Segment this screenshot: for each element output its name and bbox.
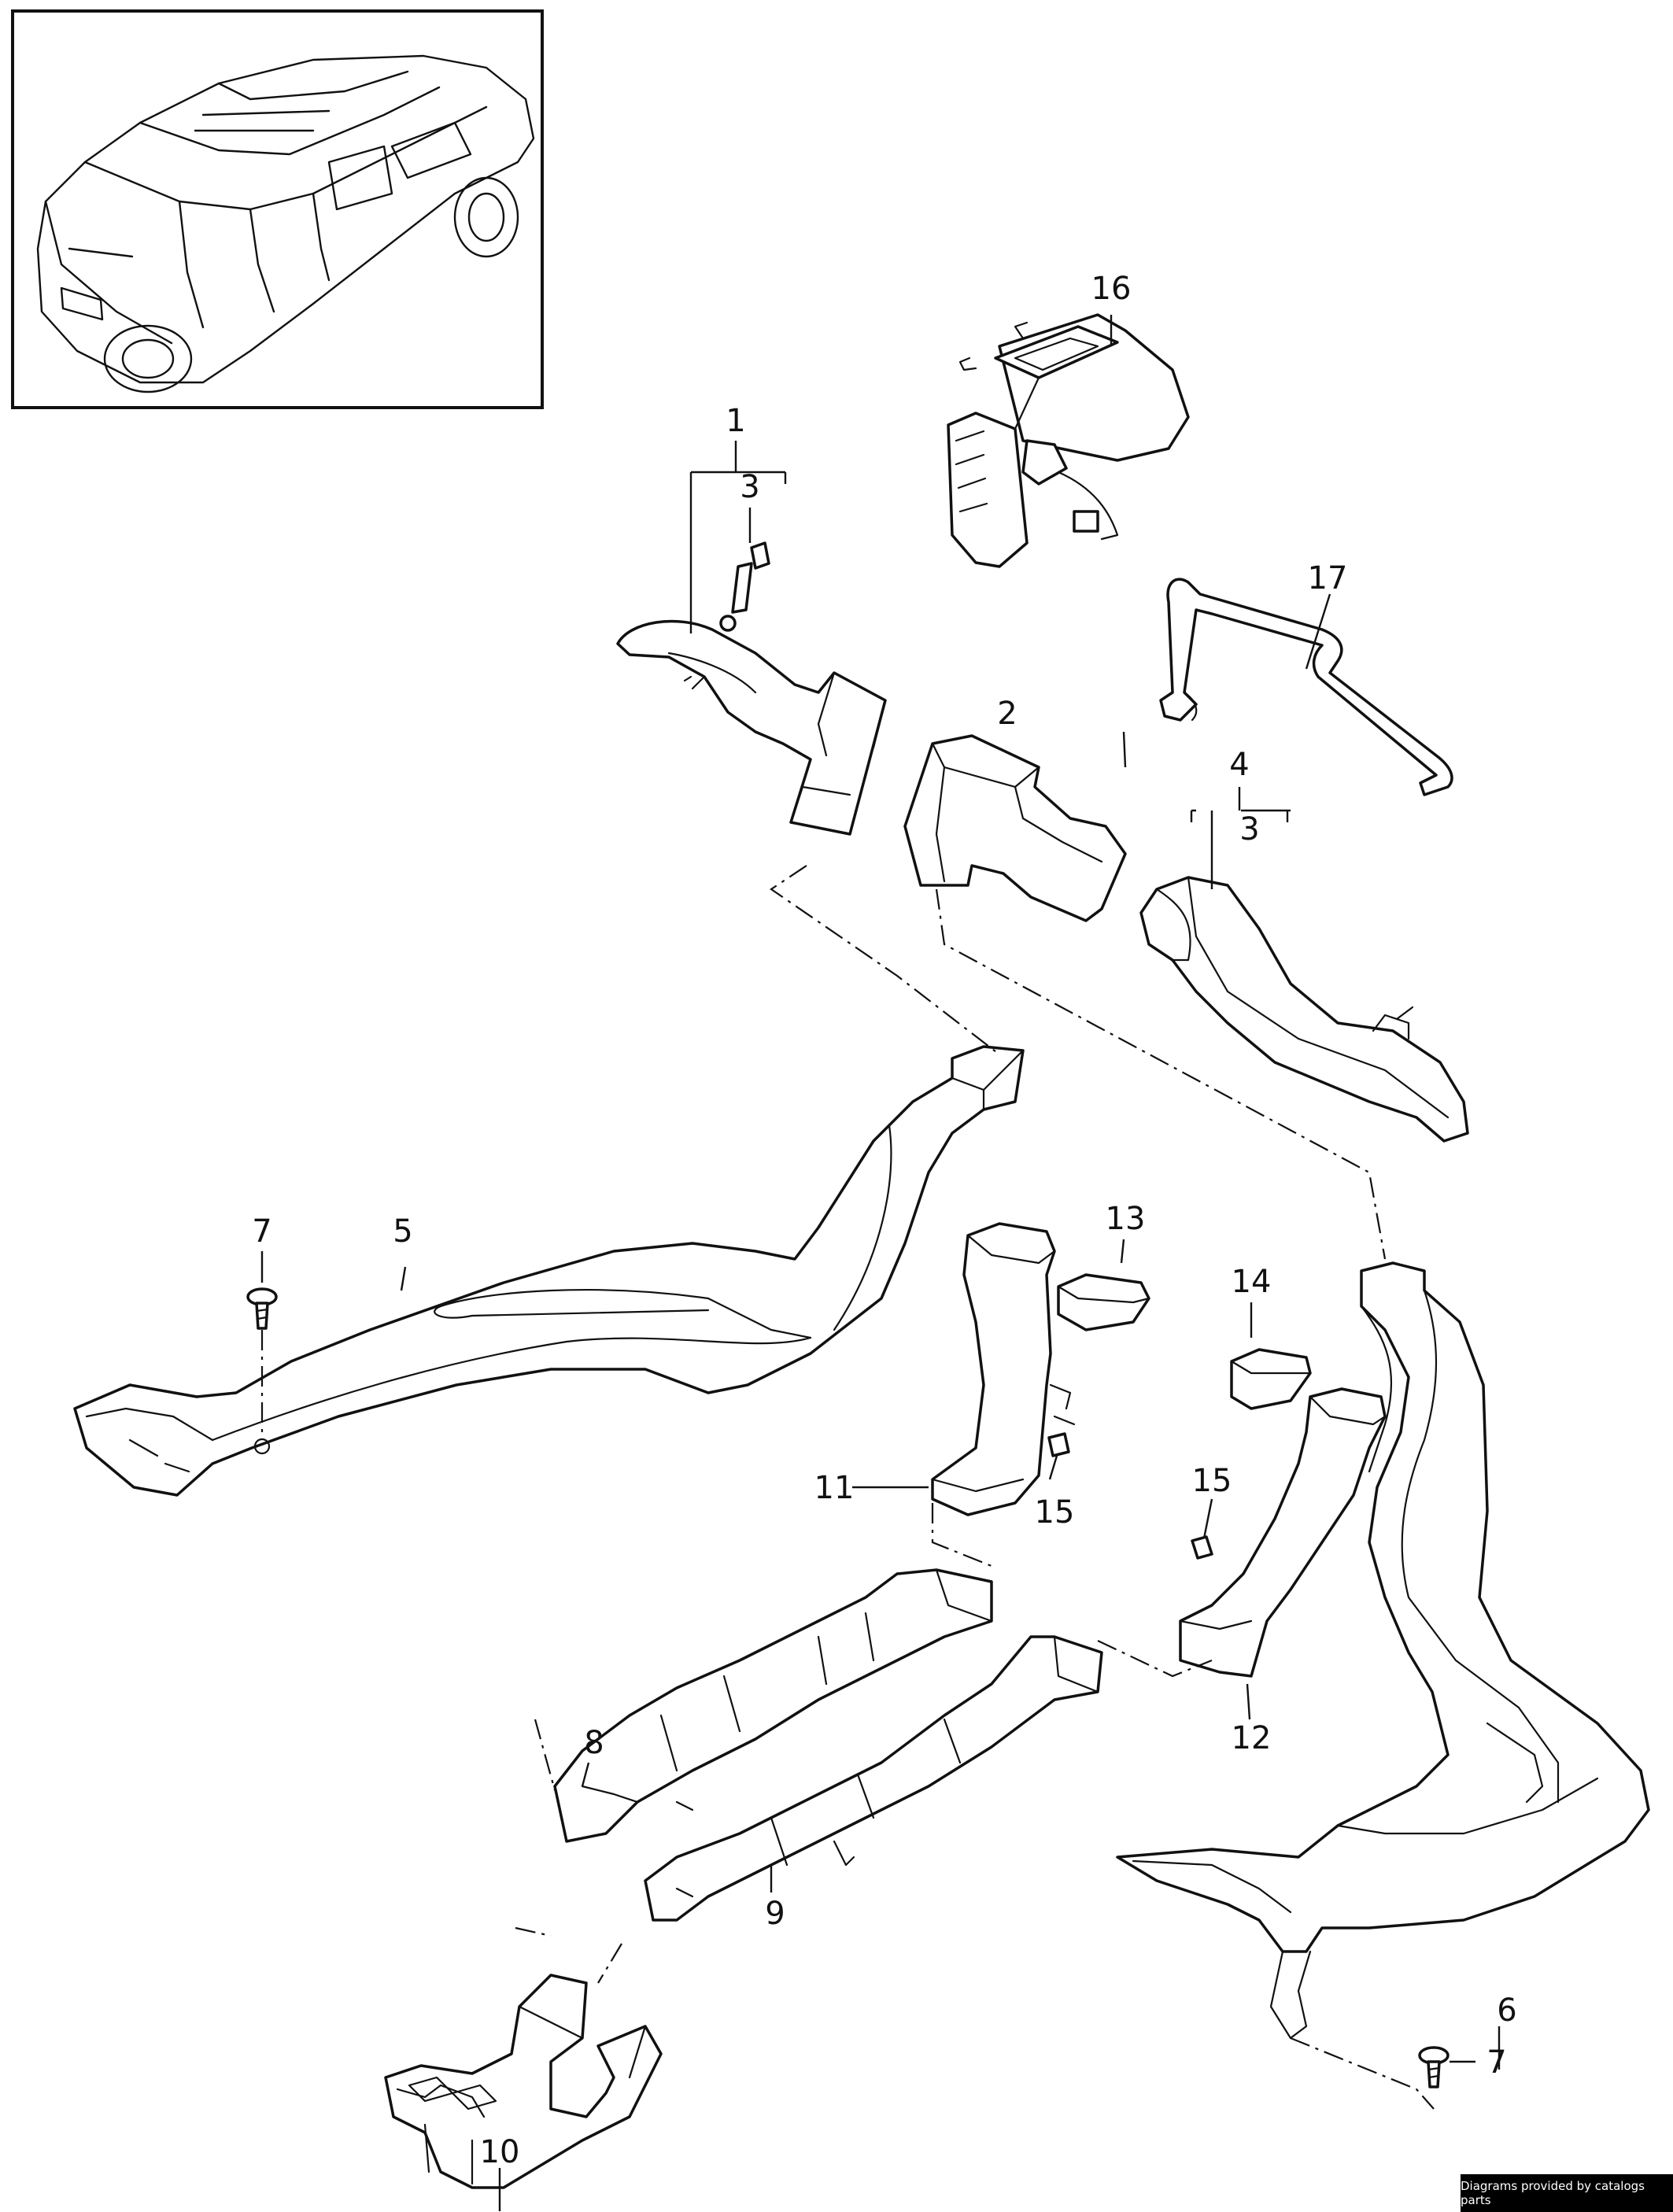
callout-16: 16 (1091, 271, 1132, 307)
vehicle-overview-inset (11, 9, 544, 409)
callout-8: 8 (584, 1725, 604, 1761)
callout-12: 12 (1232, 1720, 1272, 1756)
nozzle-part-3-upper (719, 541, 770, 632)
hose-part-17 (1159, 578, 1453, 796)
connection-lines (260, 865, 1435, 2110)
suv-illustration (36, 54, 535, 393)
leader-lines (260, 315, 1501, 2211)
control-unit-part-16 (947, 313, 1190, 568)
callout-15-right: 15 (1192, 1463, 1232, 1499)
grille-part-13 (1057, 1273, 1150, 1331)
duct-part-5 (73, 1045, 1025, 1497)
callout-15-left: 15 (1035, 1494, 1075, 1531)
callout-9: 9 (765, 1896, 785, 1932)
grille-part-14 (1230, 1348, 1312, 1410)
duct-part-6 (1116, 1261, 1650, 2040)
callout-labels: 1 3 2 4 3 17 16 5 7 13 14 11 15 15 12 8 … (252, 271, 1516, 2170)
callout-13: 13 (1106, 1201, 1146, 1237)
screw-part-7-left (246, 1287, 278, 1330)
duct-part-1 (616, 619, 887, 836)
duct-part-2 (903, 734, 1127, 922)
callout-14: 14 (1232, 1264, 1272, 1300)
callout-17: 17 (1308, 560, 1348, 596)
clip-part-15-left (1047, 1432, 1070, 1457)
duct-part-9 (644, 1635, 1103, 1922)
duct-part-11 (931, 1222, 1076, 1516)
clip-part-15-right (1191, 1535, 1213, 1560)
duct-part-4 (1139, 876, 1469, 1143)
callout-10: 10 (480, 2134, 520, 2170)
callout-3-upper: 3 (740, 469, 759, 505)
manifold-part-10 (384, 1974, 663, 2189)
callout-11: 11 (814, 1470, 855, 1506)
attribution-footer: Diagrams provided by catalogs parts (1461, 2174, 1673, 2212)
callout-1: 1 (726, 403, 745, 439)
callout-3-lower: 3 (1239, 811, 1259, 848)
callout-4: 4 (1229, 747, 1249, 783)
callout-2: 2 (997, 696, 1017, 732)
callout-5: 5 (393, 1213, 412, 1250)
screw-part-7-right (1418, 2046, 1450, 2088)
duct-part-8 (553, 1568, 993, 1843)
callout-6: 6 (1497, 1992, 1516, 2029)
callout-7-left: 7 (252, 1213, 271, 1250)
callout-7-right: 7 (1486, 2044, 1506, 2081)
duct-part-12 (1179, 1387, 1387, 1678)
